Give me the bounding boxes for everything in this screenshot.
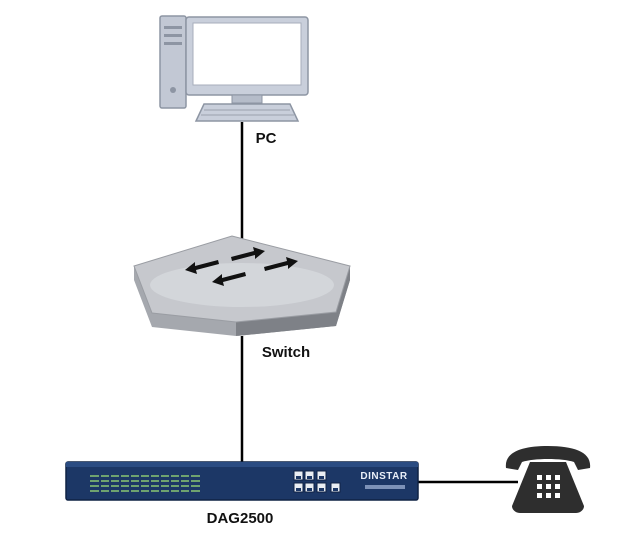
switch-label: Switch [262, 344, 310, 361]
telephone-icon [505, 446, 591, 513]
pc-icon [159, 15, 309, 122]
gateway-brand: DINSTAR [360, 471, 407, 482]
gateway-label: DAG2500 [207, 510, 274, 527]
connections [240, 122, 518, 484]
switch-icon [133, 235, 351, 336]
gateway-icon: DINSTAR [65, 461, 419, 501]
pc-label: PC [256, 130, 277, 147]
